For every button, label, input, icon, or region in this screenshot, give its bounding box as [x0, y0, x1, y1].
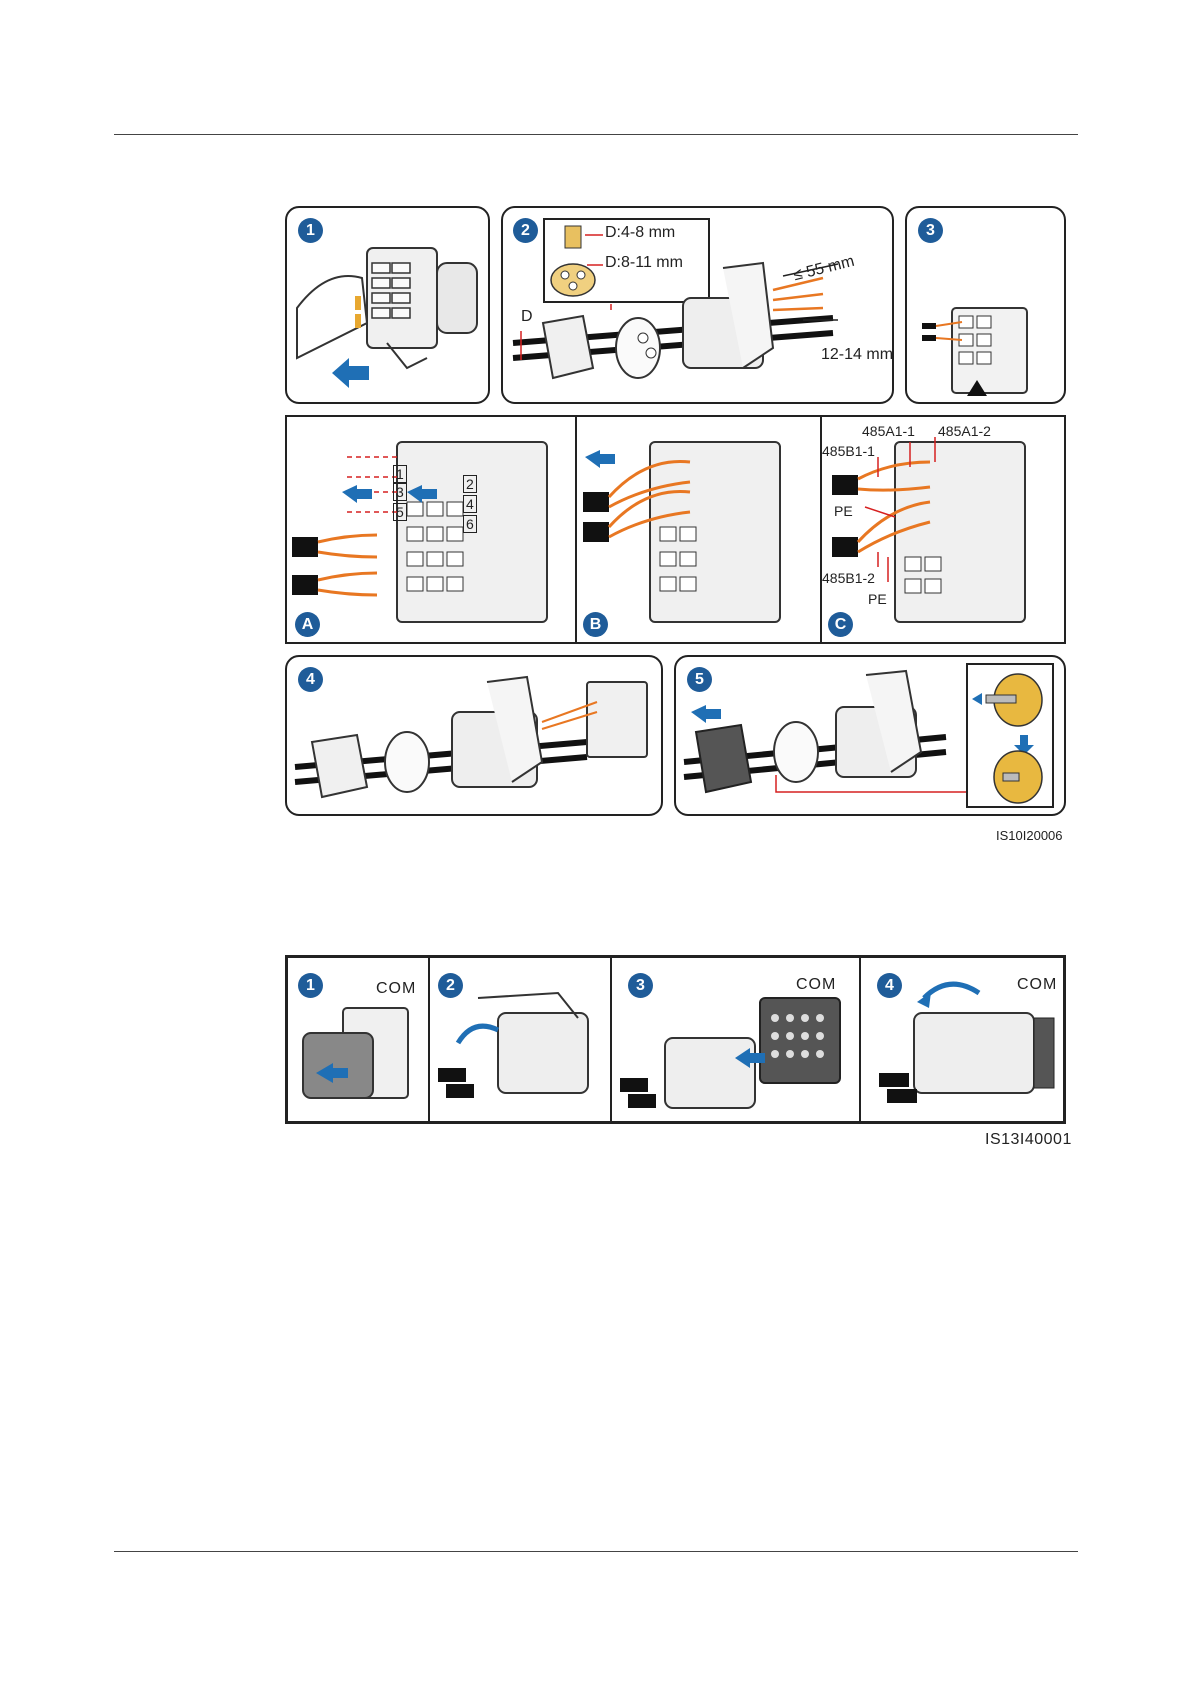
substep-b: B [575, 417, 822, 642]
label-pe-top: PE [834, 503, 853, 519]
step-1-panel: 1 [285, 206, 490, 404]
pin-6: 6 [463, 515, 477, 533]
diameter-label: D [521, 308, 533, 326]
com-step-4: 4 COM [859, 958, 1063, 1121]
terminal-block-illustration [907, 208, 1066, 404]
figure-1-id: IS10I20006 [996, 828, 1063, 843]
substep-c: 485A1-1 485A1-2 485B1-1 PE 485B1-2 PE C [820, 417, 1064, 642]
pin-1: 1 [393, 465, 407, 483]
label-485a1-2: 485A1-2 [938, 423, 991, 439]
figure-2: 1 COM 2 3 COM 4 COM [285, 955, 1066, 1124]
label-485b1-2: 485B1-2 [822, 570, 875, 586]
pull-arrow-icon [287, 208, 490, 404]
substep-c-badge: C [828, 612, 853, 637]
remove-cover-illustration [288, 958, 428, 1121]
com-step-1: 1 COM [288, 958, 430, 1121]
wiring-detail-strip: 1 2 3 4 5 6 A [285, 415, 1066, 644]
open-latch-illustration [428, 958, 610, 1121]
substep-a-badge: A [295, 612, 320, 637]
label-pe-bottom: PE [868, 591, 887, 607]
pin-2: 2 [463, 475, 477, 493]
insert-connector-illustration [610, 958, 859, 1121]
step-4-panel: 4 [285, 655, 663, 816]
label-485a1-1: 485A1-1 [862, 423, 915, 439]
label-485b1-1: 485B1-1 [822, 443, 875, 459]
com-step-2: 2 [428, 958, 612, 1121]
cable-gland-assembly-illustration [503, 208, 894, 404]
close-latch-illustration [859, 958, 1063, 1121]
header-rule [114, 134, 1078, 135]
wires-inserted-illustration [575, 417, 820, 642]
plug-insert-callout [966, 663, 1054, 808]
pin-5: 5 [393, 503, 407, 521]
footer-rule [114, 1551, 1078, 1552]
figure-2-id: IS13I40001 [985, 1131, 1072, 1149]
com-step-3: 3 COM [610, 958, 861, 1121]
pin-4: 4 [463, 495, 477, 513]
step-2-panel: 2 D:4-8 mm D:8-11 mm [501, 206, 894, 404]
step-3-panel: 3 [905, 206, 1066, 404]
strip-end-label: 12-14 mm [821, 346, 893, 364]
step-5-panel: 5 [674, 655, 1066, 816]
wire-insertion-illustration [287, 417, 575, 642]
substep-b-badge: B [583, 612, 608, 637]
substep-a: 1 2 3 4 5 6 A [287, 417, 577, 642]
assembly-insertion-illustration [287, 657, 663, 816]
pin-3: 3 [393, 483, 407, 501]
